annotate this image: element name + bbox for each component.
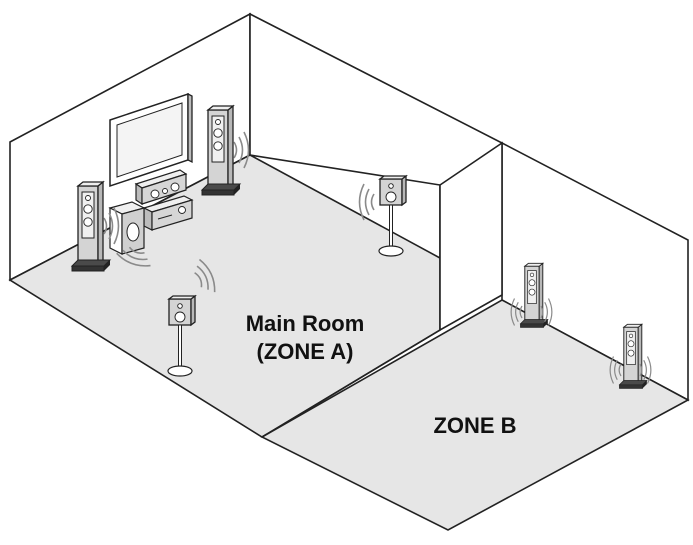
zone-b-floor [260, 299, 690, 531]
zone-divider-line [261, 329, 441, 438]
subwoofer-icon [108, 201, 146, 255]
tv-icon [109, 92, 193, 188]
zone-b-label: ZONE B [433, 413, 517, 438]
main-room-label: Main Room (ZONE A) [205, 310, 405, 366]
av-receiver-icon [142, 195, 194, 231]
sound-wave-icon [358, 183, 375, 221]
center-speaker-icon [134, 169, 188, 206]
main-room-label-line1: Main Room [245, 311, 365, 336]
partition-wall [439, 141, 503, 332]
main-room-label-line2: (ZONE A) [256, 339, 354, 364]
